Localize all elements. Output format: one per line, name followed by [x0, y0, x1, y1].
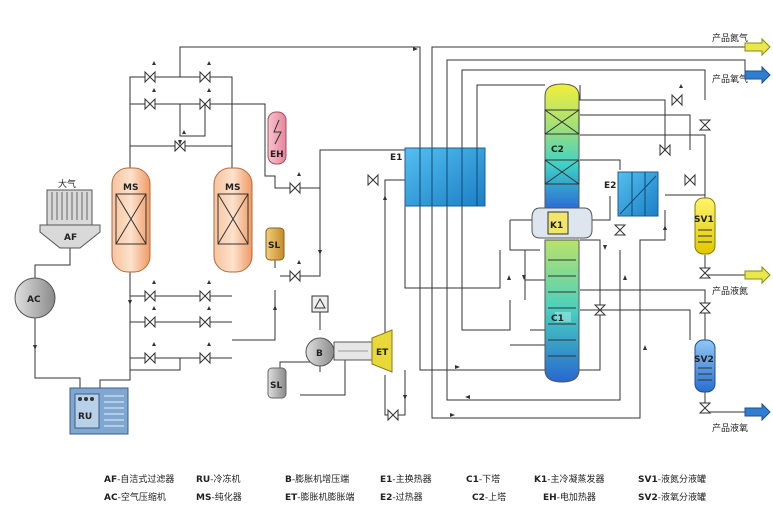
molecular-sieve-ms-1: MS	[111, 167, 151, 273]
legend-item: SV2-液氧分液罐	[638, 493, 706, 503]
legend-item: K1-主冷凝蒸发器	[534, 475, 605, 485]
c2-label: C2	[551, 145, 564, 155]
ac-label: AC	[27, 295, 41, 305]
upper-column-c2: C2	[544, 83, 580, 209]
sv2-label: SV2	[694, 355, 714, 365]
legend: AF-自洁式过滤器 RU-冷冻机 B-膨胀机增压端 E1-主换热器 C1-下塔 …	[0, 462, 773, 506]
filter-symbol-icon	[311, 295, 329, 313]
sl1-label: SL	[268, 241, 280, 251]
sv1-label: SV1	[694, 215, 714, 225]
ms1-label: MS	[123, 183, 138, 193]
af-label: AF	[64, 233, 77, 243]
lox-label: 产品液氧	[712, 422, 748, 434]
ln2-separator-sv1: SV1	[694, 197, 716, 255]
air-compressor-ac: AC	[14, 277, 56, 319]
ms2-label: MS	[225, 183, 240, 193]
b-label: B	[316, 349, 323, 359]
valves	[144, 70, 712, 422]
legend-item: MS-纯化器	[196, 493, 242, 503]
molecular-sieve-ms-2: MS	[213, 167, 253, 273]
lower-column-c1: C1	[544, 239, 580, 383]
silencer-sl-1: SL	[265, 227, 285, 261]
product-oxygen-gas: 产品氧气	[712, 65, 771, 85]
legend-item: EH-电加热器	[543, 493, 596, 503]
product-nitrogen-gas: 产品氮气	[712, 32, 771, 57]
legend-item: AC-空气压缩机	[104, 493, 166, 503]
legend-item: SV1-液氮分液罐	[638, 475, 706, 485]
c1-label: C1	[551, 314, 564, 324]
legend-item: E1-主换热器	[380, 475, 432, 485]
legend-item: ET-膨胀机膨胀端	[285, 493, 355, 503]
silencer-sl-2: SL	[267, 367, 287, 399]
electric-heater-eh: EH	[267, 111, 287, 165]
legend-item: B-膨胀机增压端	[285, 475, 350, 485]
refrigeration-unit-ru: RU	[69, 387, 129, 435]
legend-item: AF-自洁式过滤器	[104, 475, 175, 485]
lin-label: 产品液氮	[712, 285, 748, 297]
self-cleaning-filter-af: 大气 AF	[39, 178, 101, 249]
subcooler-e2: E2	[604, 171, 659, 217]
expander-booster-b: B	[305, 337, 373, 367]
lox-separator-sv2: SV2	[694, 339, 716, 393]
product-liquid-nitrogen: 产品液氮	[712, 265, 771, 297]
n2-gas-label: 产品氮气	[712, 32, 748, 44]
process-flow-diagram: 大气 AF AC RU MS	[14, 32, 771, 435]
o2-gas-label: 产品氧气	[712, 73, 748, 85]
legend-item: RU-冷冻机	[196, 475, 241, 485]
legend-item: C1-下塔	[466, 475, 501, 485]
e2-label: E2	[604, 181, 616, 191]
legend-item: C2-上塔	[472, 493, 507, 503]
et-label: ET	[376, 348, 389, 358]
legend-item: E2-过热器	[380, 493, 423, 503]
e1-label: E1	[390, 153, 402, 163]
eh-label: EH	[270, 150, 284, 160]
main-heat-exchanger-e1: E1	[390, 147, 486, 207]
main-condenser-k1: K1	[531, 207, 593, 239]
k1-label: K1	[550, 221, 563, 231]
expander-turbine-et: ET	[371, 329, 393, 373]
sl2-label: SL	[270, 381, 282, 391]
product-liquid-oxygen: 产品液氧	[712, 402, 771, 434]
ru-label: RU	[78, 412, 92, 422]
atmosphere-label: 大气	[58, 178, 76, 190]
